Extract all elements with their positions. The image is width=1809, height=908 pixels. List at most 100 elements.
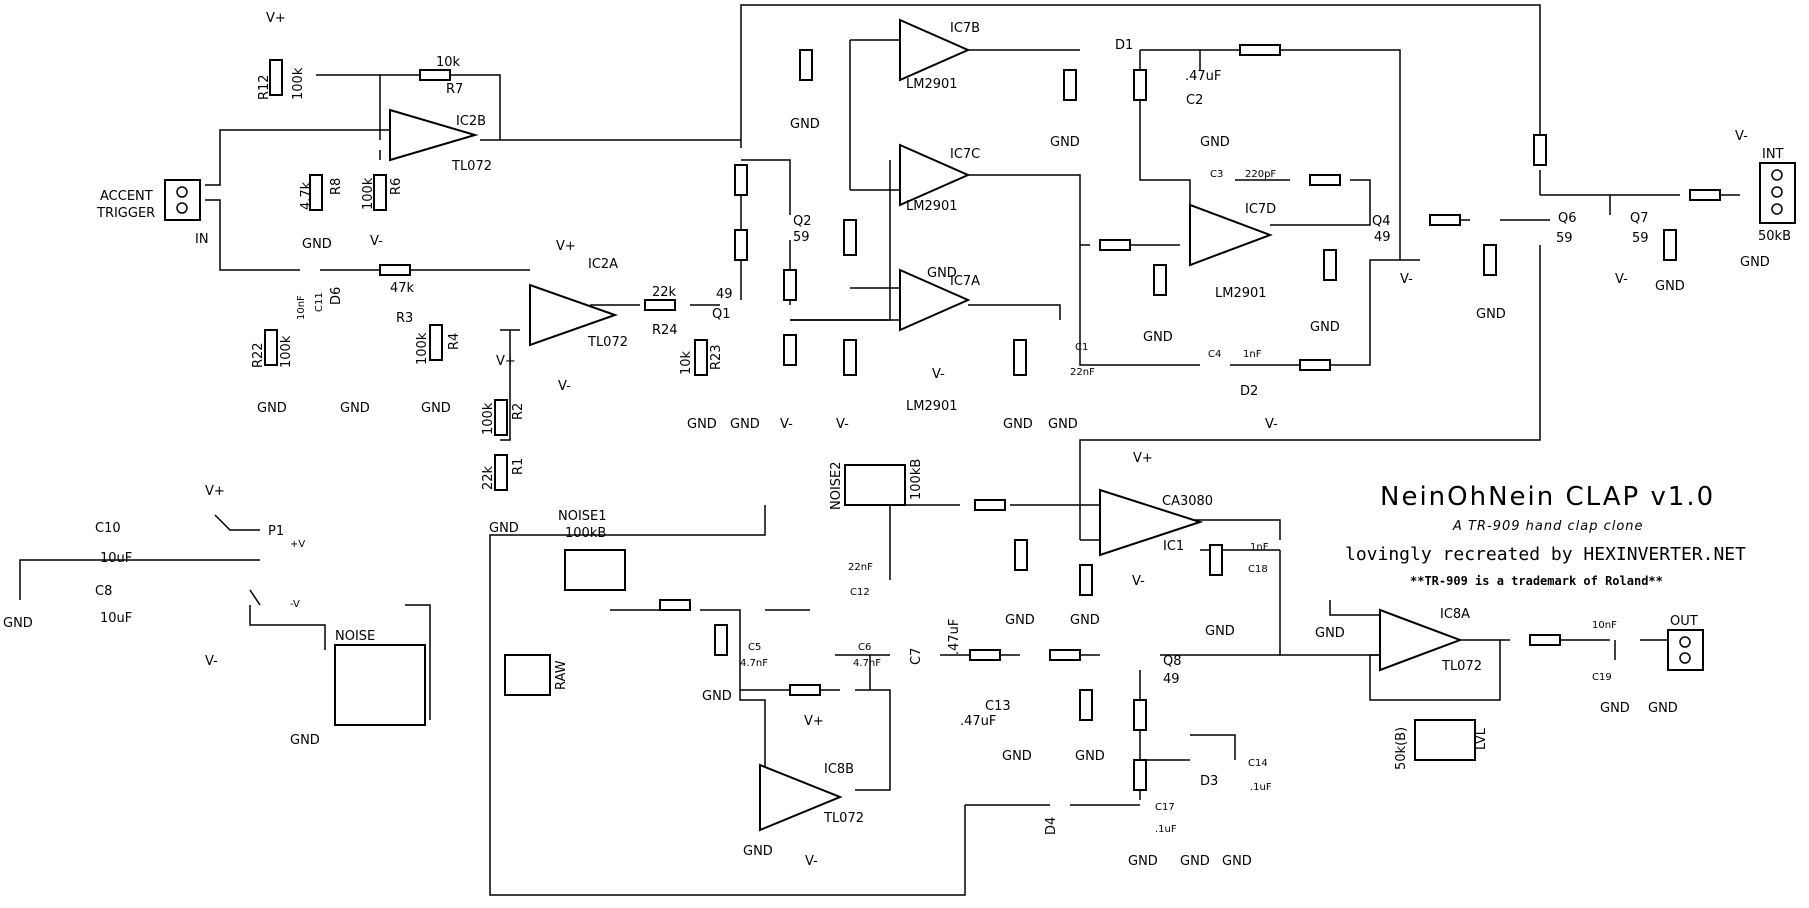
component-label: 100k	[415, 332, 430, 365]
component-label: C2	[1186, 93, 1203, 108]
component-label: R22	[251, 342, 266, 368]
noise-label: NOISE	[335, 629, 375, 644]
lvl-value: 50k(B)	[1394, 727, 1409, 770]
raw-label: RAW	[554, 660, 569, 690]
component-label: C19	[1592, 672, 1612, 683]
accent-label-1: ACCENT	[100, 189, 153, 204]
component-label: 4.7nF	[740, 658, 768, 669]
p1-label: P1	[268, 524, 284, 539]
component-label: R12	[257, 74, 272, 100]
component-label: R24	[652, 323, 678, 338]
component-label: 4.7nF	[853, 658, 881, 669]
noise1-value: 100kB	[565, 526, 606, 541]
component-label: D1	[1115, 38, 1133, 53]
gnd-label: GND	[302, 237, 332, 252]
component-label: Q6	[1558, 211, 1577, 226]
component-label: 49	[716, 287, 733, 302]
ic1-label: IC1	[1163, 539, 1184, 554]
lvl-label: LVL	[1474, 727, 1489, 750]
component-label: 10nF	[296, 295, 307, 320]
component-label: Q4	[1372, 214, 1391, 229]
component-label: .1uF	[1250, 782, 1272, 793]
component-label: 22nF	[848, 562, 873, 573]
component-label: 10uF	[100, 611, 132, 626]
component-label: V+	[804, 714, 824, 729]
supply-symbols: V+ V+ V+ V+ V+ V+ V- V- V- V- V- V- V- V…	[3, 11, 1770, 869]
component-label: GND	[3, 616, 33, 631]
component-label: 22k	[652, 285, 677, 300]
component-label: V-	[1615, 272, 1628, 287]
component-label: .47uF	[947, 619, 962, 655]
ic8b-label: IC8B	[824, 762, 854, 777]
component-label: R23	[709, 344, 724, 370]
component-label: GND	[1310, 320, 1340, 335]
out-label: OUT	[1670, 614, 1698, 629]
component-label: .1uF	[1155, 824, 1177, 835]
schematic-subtitle: A TR-909 hand clap clone	[1452, 519, 1644, 534]
component-label: C11	[314, 292, 325, 312]
component-label: C17	[1155, 802, 1175, 813]
component-label: 59	[1556, 231, 1573, 246]
component-label: 22nF	[1070, 367, 1095, 378]
component-label: C18	[1248, 564, 1268, 575]
opamps	[389, 18, 1463, 832]
ic7a-part: LM2901	[906, 399, 958, 414]
component-label: D3	[1200, 774, 1218, 789]
component-label: R8	[329, 178, 344, 195]
ic7a-label: IC7A	[950, 274, 980, 289]
wires	[19, 4, 1740, 896]
component-label: C6	[858, 642, 871, 653]
credit-text: lovingly recreated by HEXINVERTER.NET	[1345, 544, 1746, 565]
component-label: 100k	[279, 335, 294, 368]
ic7b-label: IC7B	[950, 21, 980, 36]
component-label: C13	[985, 699, 1011, 714]
component-label: V-	[780, 417, 793, 432]
component-label: V-	[1265, 417, 1278, 432]
component-label: R2	[511, 403, 526, 420]
component-label: 100k	[291, 67, 306, 100]
component-label: GND	[1005, 613, 1035, 628]
component-label: D4	[1044, 817, 1059, 835]
ic2a-part: TL072	[587, 335, 628, 350]
p1-minus-label: -V	[290, 599, 300, 610]
component-label: V+	[1133, 451, 1153, 466]
int-label: INT	[1762, 147, 1784, 162]
component-label: C4	[1208, 349, 1221, 360]
component-label: GND	[927, 266, 957, 281]
component-label: 220pF	[1245, 169, 1276, 180]
ic7c-part: LM2901	[906, 199, 958, 214]
component-label: GND	[1655, 279, 1685, 294]
p1-plus-label: +V	[290, 539, 305, 550]
ic7c-label: IC7C	[950, 147, 980, 162]
schematic-title: NeinOhNein CLAP v1.0	[1380, 482, 1715, 512]
component-label: 100k	[361, 177, 376, 210]
component-label: GND	[290, 733, 320, 748]
component-label: R4	[447, 333, 462, 350]
component-label: GND	[1315, 626, 1345, 641]
noise2-value: 100kB	[909, 459, 924, 500]
component-label: 1nF	[1250, 542, 1269, 553]
noise2-label: NOISE2	[829, 461, 844, 510]
component-label: C5	[748, 642, 761, 653]
component-label: R3	[396, 311, 413, 326]
component-label: GND	[421, 401, 451, 416]
ic8a-label: IC8A	[1440, 607, 1470, 622]
component-label: 49	[1374, 230, 1391, 245]
component-label: 10uF	[100, 551, 132, 566]
component-label: GND	[1180, 854, 1210, 869]
component-label: V-	[1735, 129, 1748, 144]
component-label: GND	[1600, 701, 1630, 716]
component-label: D6	[329, 287, 344, 305]
labels: NeinOhNein CLAP v1.0 A TR-909 hand clap …	[95, 21, 1791, 835]
component-label: C14	[1248, 758, 1268, 769]
component-label: C10	[95, 521, 121, 536]
component-label: V+	[496, 354, 516, 369]
component-label: GND	[1205, 624, 1235, 639]
component-label: 49	[1163, 672, 1180, 687]
component-label: GND	[1050, 135, 1080, 150]
trademark-text: **TR-909 is a trademark of Roland**	[1410, 574, 1663, 588]
component-label: GND	[1222, 854, 1252, 869]
vplus-label: V+	[266, 11, 286, 26]
component-label: V-	[205, 654, 218, 669]
